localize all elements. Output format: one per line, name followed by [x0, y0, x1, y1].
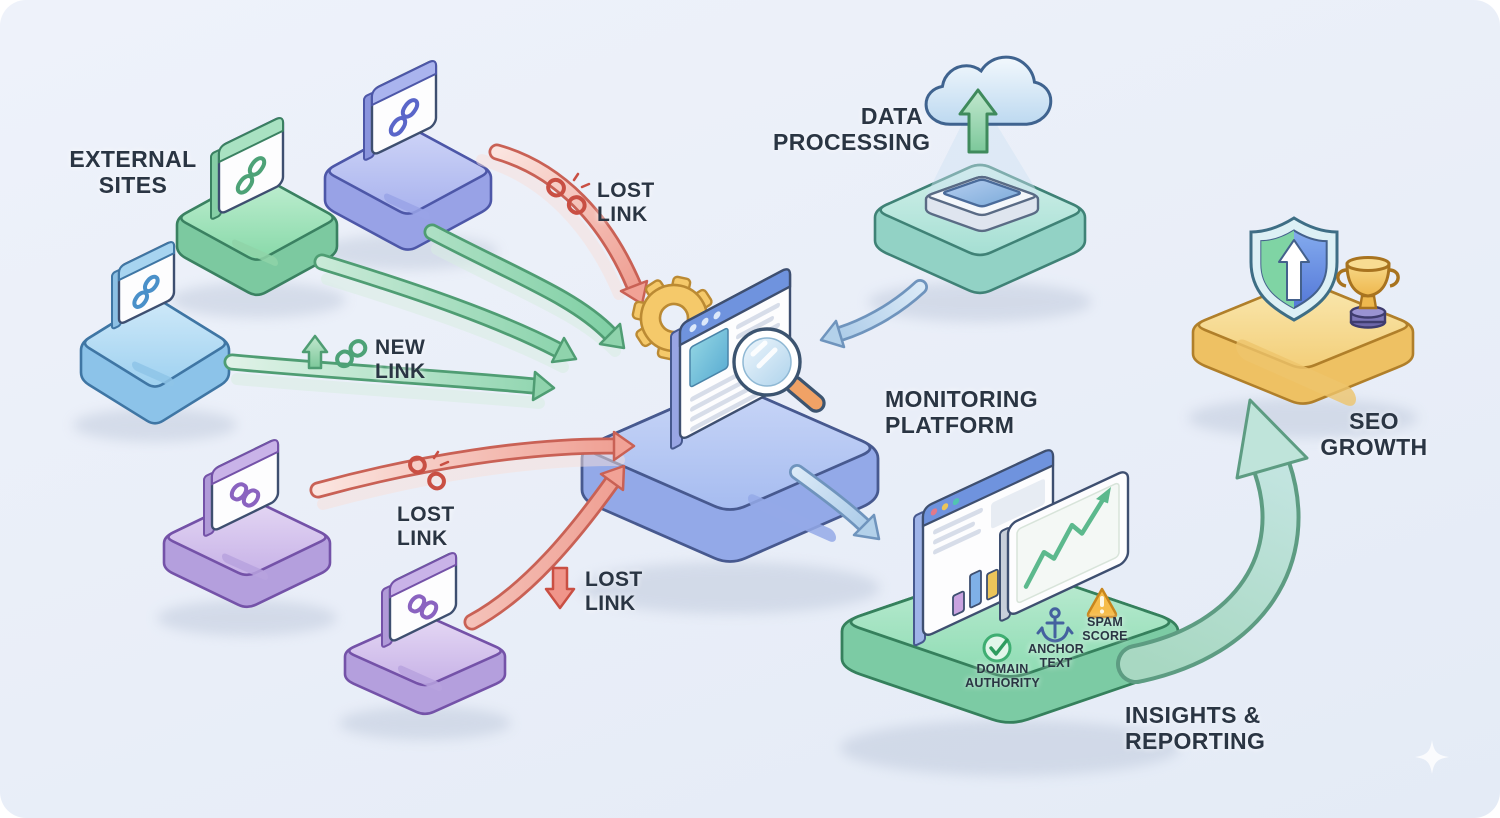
browser-window-icon: [112, 240, 174, 329]
link-chain-icon: [334, 338, 368, 369]
browser-window-icon: [204, 438, 278, 537]
link-arrows: [232, 152, 920, 622]
label-external-sites: EXTERNAL SITES: [58, 146, 208, 198]
label-spam-score: SPAM SCORE: [1082, 615, 1128, 644]
label-insights-reporting: INSIGHTS & REPORTING: [1125, 702, 1266, 755]
link-chain-icon: [132, 275, 160, 309]
annotation-icons: [303, 174, 589, 608]
external-site-blue: [79, 240, 231, 425]
data-processing-node: [873, 57, 1087, 295]
blue-arrow-data-to-monitoring: [821, 287, 920, 347]
green-arrow-from-green: [322, 262, 576, 362]
trend-chart-window: [1000, 469, 1128, 622]
label-anchor-text: ANCHOR TEXT: [1027, 642, 1085, 671]
browser-window-icon: [382, 551, 456, 648]
check-circle-icon: [984, 635, 1010, 661]
up-arrow-icon: [303, 336, 327, 368]
green-arrow-from-blue: [232, 362, 554, 400]
seo-growth-node: [1191, 216, 1415, 406]
sparkle-icon: [1415, 740, 1449, 774]
label-domain-authority: DOMAIN AUTHORITY: [965, 662, 1040, 691]
up-arrow-icon: [960, 90, 996, 152]
growth-swoosh-arrow: [1136, 400, 1307, 664]
label-new-link: NEW LINK: [375, 336, 426, 383]
link-chain-icon: [388, 98, 420, 136]
anchor-icon: [1038, 609, 1072, 641]
down-arrow-icon: [546, 568, 574, 608]
browser-window-icon: [364, 59, 436, 161]
label-line: EXTERNAL: [69, 146, 197, 172]
monitoring-decor: [625, 267, 827, 450]
shield-up-icon: [1249, 216, 1339, 322]
label-lost-link-mid: LOST LINK: [397, 503, 455, 550]
red-arrow-lost-top: [497, 152, 647, 304]
link-chain-icon: [229, 482, 261, 507]
blue-arrow-monitoring-to-insights: [797, 472, 879, 539]
red-arrow-lost-mid: [318, 432, 634, 490]
label-lost-link-bottom: LOST LINK: [585, 568, 643, 615]
link-chain-icon: [235, 156, 267, 194]
cloud-upload-icon: [926, 57, 1051, 152]
label-monitoring-platform: MONITORING PLATFORM: [885, 386, 1039, 439]
insights-reporting-node: [842, 447, 1178, 722]
red-arrow-lost-bottom: [472, 466, 624, 622]
green-arrow-from-periwinkle: [432, 232, 624, 348]
external-site-purple-1: [162, 438, 332, 608]
broken-chain-icon: [407, 452, 448, 491]
label-line: SITES: [98, 172, 168, 199]
trophy-icon: [1338, 258, 1398, 328]
warning-triangle-icon: [1088, 589, 1116, 617]
line-chart-icon: [1026, 501, 1102, 586]
external-site-periwinkle: [323, 59, 493, 251]
browser-window-icon: [211, 116, 283, 220]
label-lost-link-top: LOST LINK: [597, 179, 655, 226]
label-seo-growth: SEO GROWTH: [1320, 408, 1428, 461]
ground-shadows: [73, 234, 1418, 776]
external-site-purple-2: [343, 551, 507, 715]
link-chain-icon: [407, 594, 439, 619]
broken-chain-icon: [545, 174, 589, 216]
external-site-green: [175, 116, 339, 296]
monitoring-platform-node: [582, 387, 878, 562]
label-data-processing: DATA PROCESSING: [773, 103, 931, 156]
magnifier-icon: [734, 329, 827, 414]
